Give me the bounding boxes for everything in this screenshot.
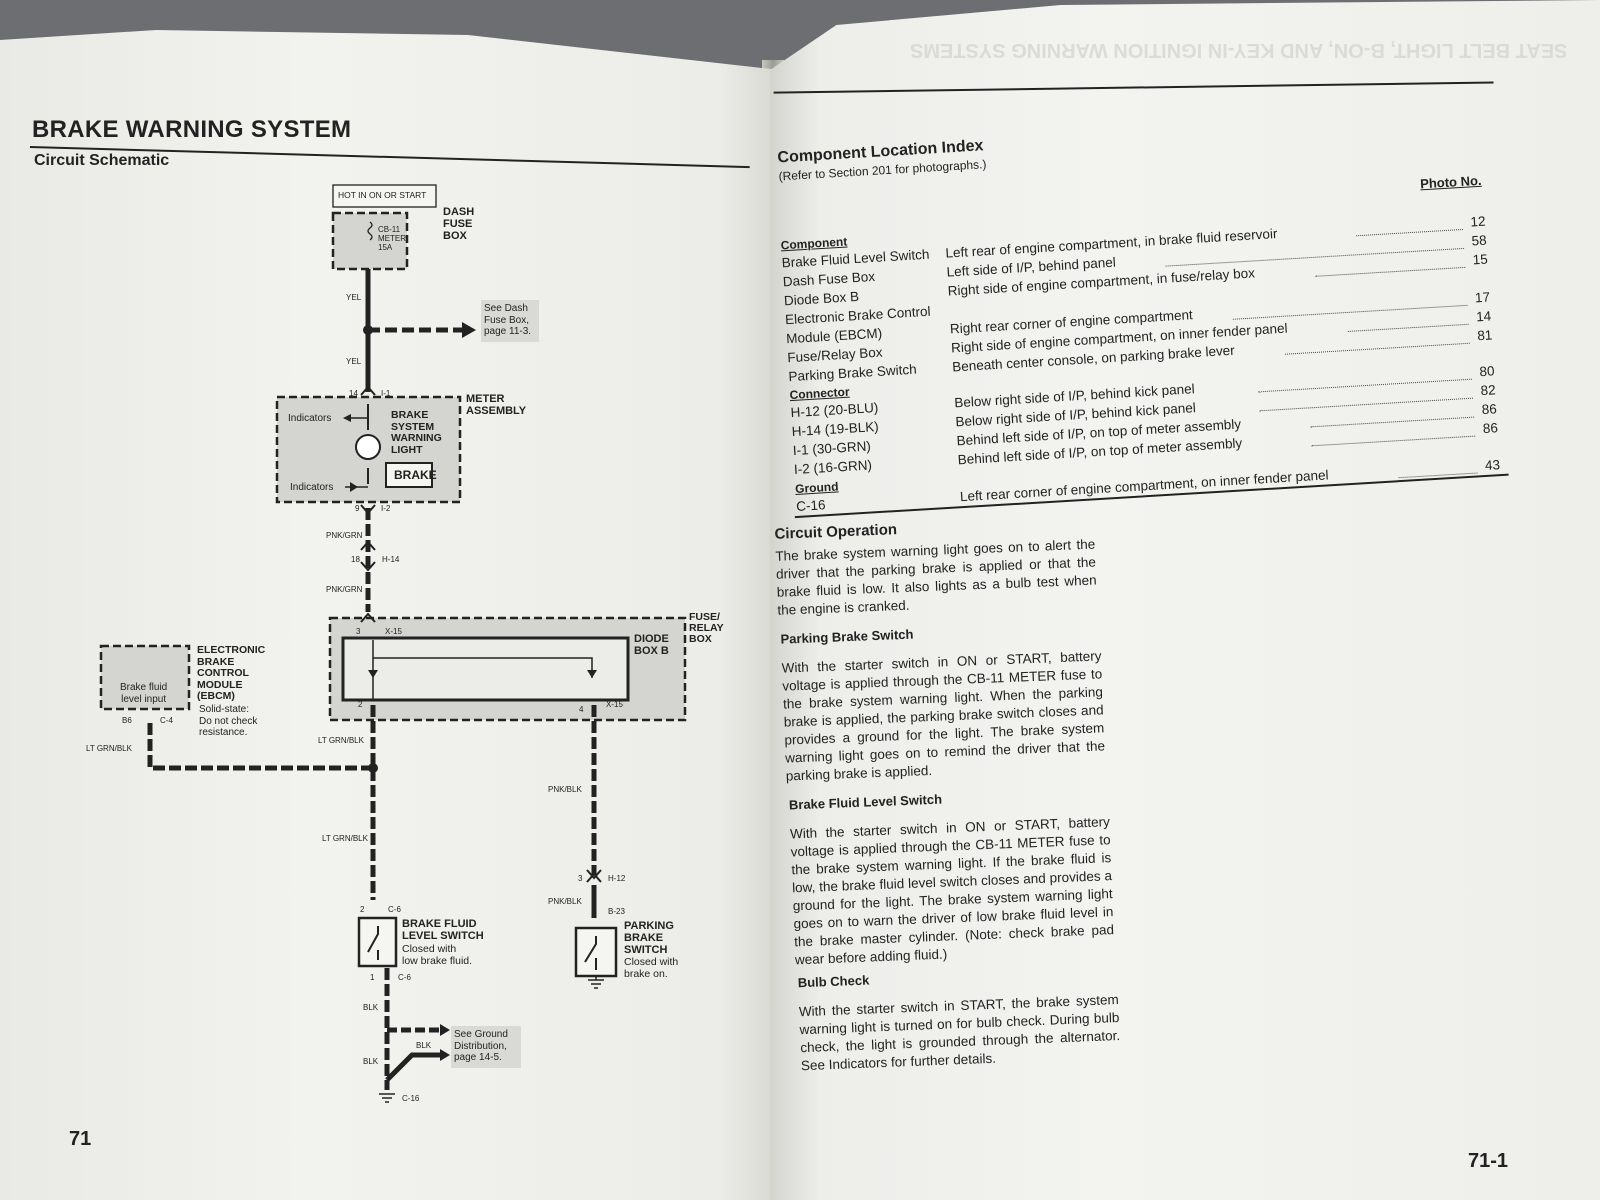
fuse-symbol xyxy=(367,221,373,241)
diode-box-label: DIODE BOX B xyxy=(634,633,669,657)
wire-color-label: LT GRN/BLK xyxy=(318,736,364,745)
brake-badge: BRAKE xyxy=(394,468,437,482)
ebcm-box xyxy=(99,644,191,711)
switch-icon xyxy=(367,926,379,960)
switch-icon xyxy=(584,936,597,970)
operation-content: Circuit Operation The brake system warni… xyxy=(770,0,1600,1199)
meter-assembly-label: METER ASSEMBLY xyxy=(466,393,527,417)
bulb-icon xyxy=(355,434,381,460)
hot-label: HOT IN ON OR START xyxy=(338,190,427,200)
diode-icon xyxy=(587,670,597,678)
fuse-meter: METER xyxy=(378,234,406,243)
fuse-relay-box-label: FUSE/ RELAY BOX xyxy=(689,611,724,645)
indicators-label: Indicators xyxy=(288,413,332,424)
arrow-icon xyxy=(462,322,476,338)
ground-icon xyxy=(379,1093,395,1103)
see-dash-note: See Dash Fuse Box, page 11-3. xyxy=(484,303,532,337)
connector-id: X-15 xyxy=(606,700,623,709)
cavity-number: 2 xyxy=(358,700,363,709)
indicators-label: Indicators xyxy=(290,482,334,493)
wire-color-label: LT GRN/BLK xyxy=(322,834,368,843)
wire-color-label: PNK/BLK xyxy=(548,897,582,906)
left-page: BRAKE WARNING SYSTEM Circuit Schematic xyxy=(0,30,780,1200)
cavity-number: 2 xyxy=(360,905,365,914)
connector-id: C-6 xyxy=(388,905,401,914)
circuit-schematic xyxy=(99,184,687,1103)
hot-in-on-box xyxy=(332,184,437,208)
see-ground-note: See Ground Distribution, page 14-5. xyxy=(454,1029,508,1063)
page-number: 71-1 xyxy=(1468,1150,1509,1172)
cavity-number: 18 xyxy=(351,555,360,564)
circuit-operation-text: The brake system warning light goes on t… xyxy=(775,536,1097,618)
bulb-check-title: Bulb Check xyxy=(797,972,870,991)
cavity-number: 3 xyxy=(356,627,361,636)
fluid-level-text: With the starter switch in ON or START, … xyxy=(789,814,1115,968)
wire-color-label: BLK xyxy=(416,1041,432,1050)
wire-color-label: BLK xyxy=(363,1003,379,1012)
wire-color-label: YEL xyxy=(346,357,362,366)
connector-id: I-2 xyxy=(381,504,391,513)
fluid-level-title: Brake Fluid Level Switch xyxy=(788,791,943,813)
cavity-number: B6 xyxy=(122,716,132,725)
brake-badge-box xyxy=(385,462,433,488)
page-subtitle: Circuit Schematic xyxy=(34,152,170,169)
cavity-number: 1 xyxy=(370,973,375,982)
wire-color-label: YEL xyxy=(346,293,362,302)
brake-fluid-switch-label: BRAKE FLUID LEVEL SWITCH xyxy=(402,918,484,942)
wire-color-label: BLK xyxy=(363,1057,379,1066)
connector-id: H-14 xyxy=(382,555,400,564)
dash-fuse-box-label: DASH FUSE BOX xyxy=(443,206,475,242)
parking-brake-switch-label: PARKING BRAKE SWITCH xyxy=(624,920,674,956)
note-bg xyxy=(481,300,539,342)
ebcm-note: Solid-state: Do not check resistance. xyxy=(199,704,258,738)
cavity-number: 4 xyxy=(579,705,584,714)
ebcm-input-label: Brake fluid level input xyxy=(120,682,168,705)
wire-color-label: PNK/BLK xyxy=(548,785,582,794)
page-number: 71 xyxy=(69,1128,92,1150)
page-title: BRAKE WARNING SYSTEM xyxy=(32,116,352,143)
wire-color-label: PNK/GRN xyxy=(326,585,363,594)
wire-to-ebcm xyxy=(147,720,373,771)
brake-fluid-switch-note: Closed with low brake fluid. xyxy=(402,943,473,967)
ebcm-label: ELECTRONIC BRAKE CONTROL MODULE (EBCM) xyxy=(197,644,266,702)
brake-light-label: BRAKE SYSTEM WARNING LIGHT xyxy=(391,409,442,456)
connector-id: C-16 xyxy=(402,1094,420,1103)
connector-id: X-15 xyxy=(385,627,402,636)
cavity-number: 3 xyxy=(578,874,583,883)
ground-icon xyxy=(588,976,604,989)
parking-brake-text: With the starter switch in ON or START, … xyxy=(781,648,1106,784)
cavity-number: 14 xyxy=(349,389,358,398)
right-page: SEAT BELT LIGHT, B-ON, AND KEY-IN IGNITI… xyxy=(770,0,1600,1200)
note-bg xyxy=(451,1026,521,1068)
wire-color-label: LT GRN/BLK xyxy=(86,744,132,753)
fuse-amp: 15A xyxy=(378,243,393,252)
connector-id: I-1 xyxy=(381,389,391,398)
circuit-operation-title: Circuit Operation xyxy=(774,521,898,543)
fuse-name: CB-11 xyxy=(378,225,401,234)
bulb-check-text: With the starter switch in START, the br… xyxy=(798,991,1121,1074)
connector-id: B-23 xyxy=(608,907,625,916)
parking-brake-title: Parking Brake Switch xyxy=(780,626,914,647)
parking-brake-switch-note: Closed with brake on. xyxy=(624,956,679,980)
diode-icon xyxy=(368,670,378,678)
diode-box-b xyxy=(341,636,630,702)
connector-id: H-12 xyxy=(608,874,626,883)
connector-id: C-6 xyxy=(398,973,411,982)
wire-color-label: PNK/GRN xyxy=(326,531,363,540)
dash-fuse-box xyxy=(331,211,409,271)
cavity-number: 9 xyxy=(355,504,360,513)
connector-id: C-4 xyxy=(160,716,173,725)
